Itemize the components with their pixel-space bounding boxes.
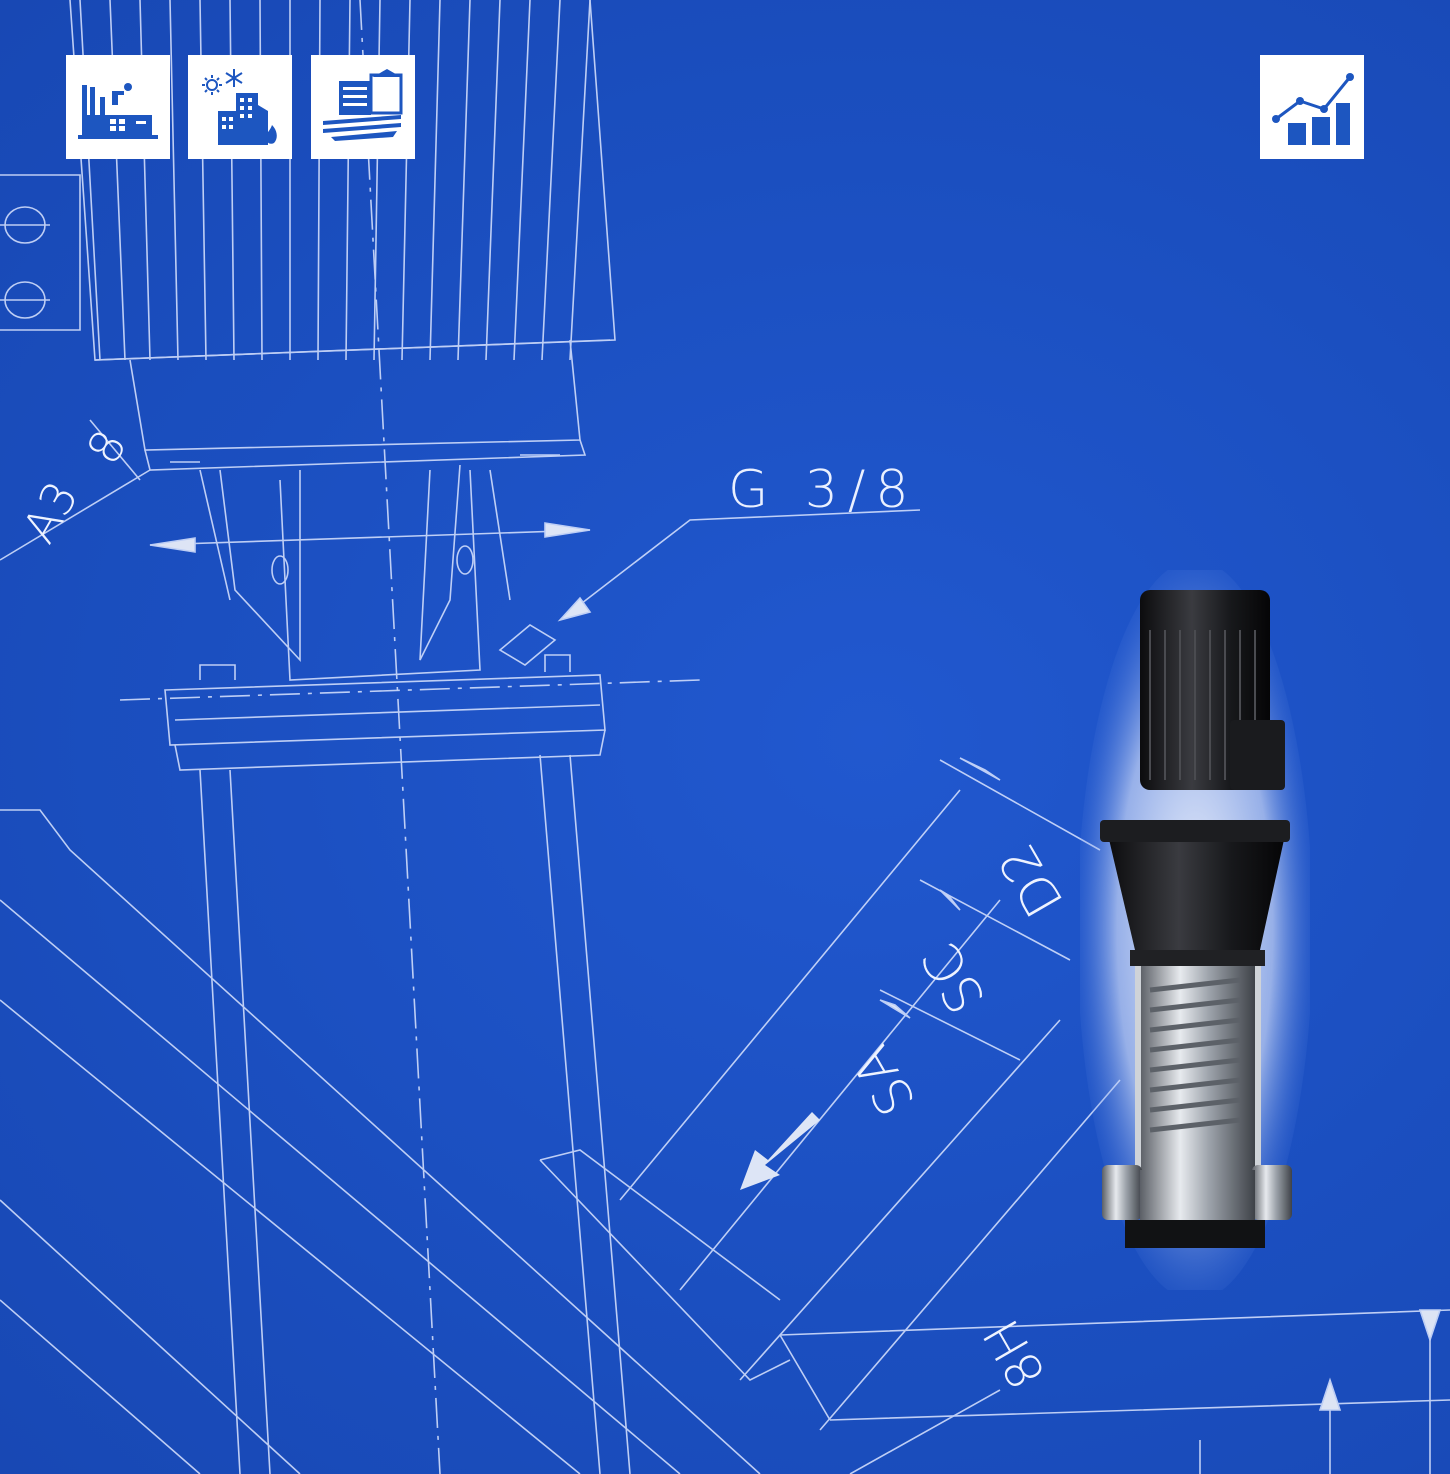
performance-chart-icon xyxy=(1272,73,1354,145)
vertical-multistage-pump-image xyxy=(1080,570,1310,1290)
performance-tile xyxy=(1260,55,1364,159)
agriculture-tile xyxy=(311,55,415,159)
building-services-tile xyxy=(188,55,292,159)
industry-tile xyxy=(66,55,170,159)
building-hvac-icon xyxy=(202,69,277,145)
irrigation-house-icon xyxy=(323,69,403,141)
factory-icon xyxy=(78,83,158,139)
thread-size-label: G 3/8 xyxy=(728,460,919,520)
